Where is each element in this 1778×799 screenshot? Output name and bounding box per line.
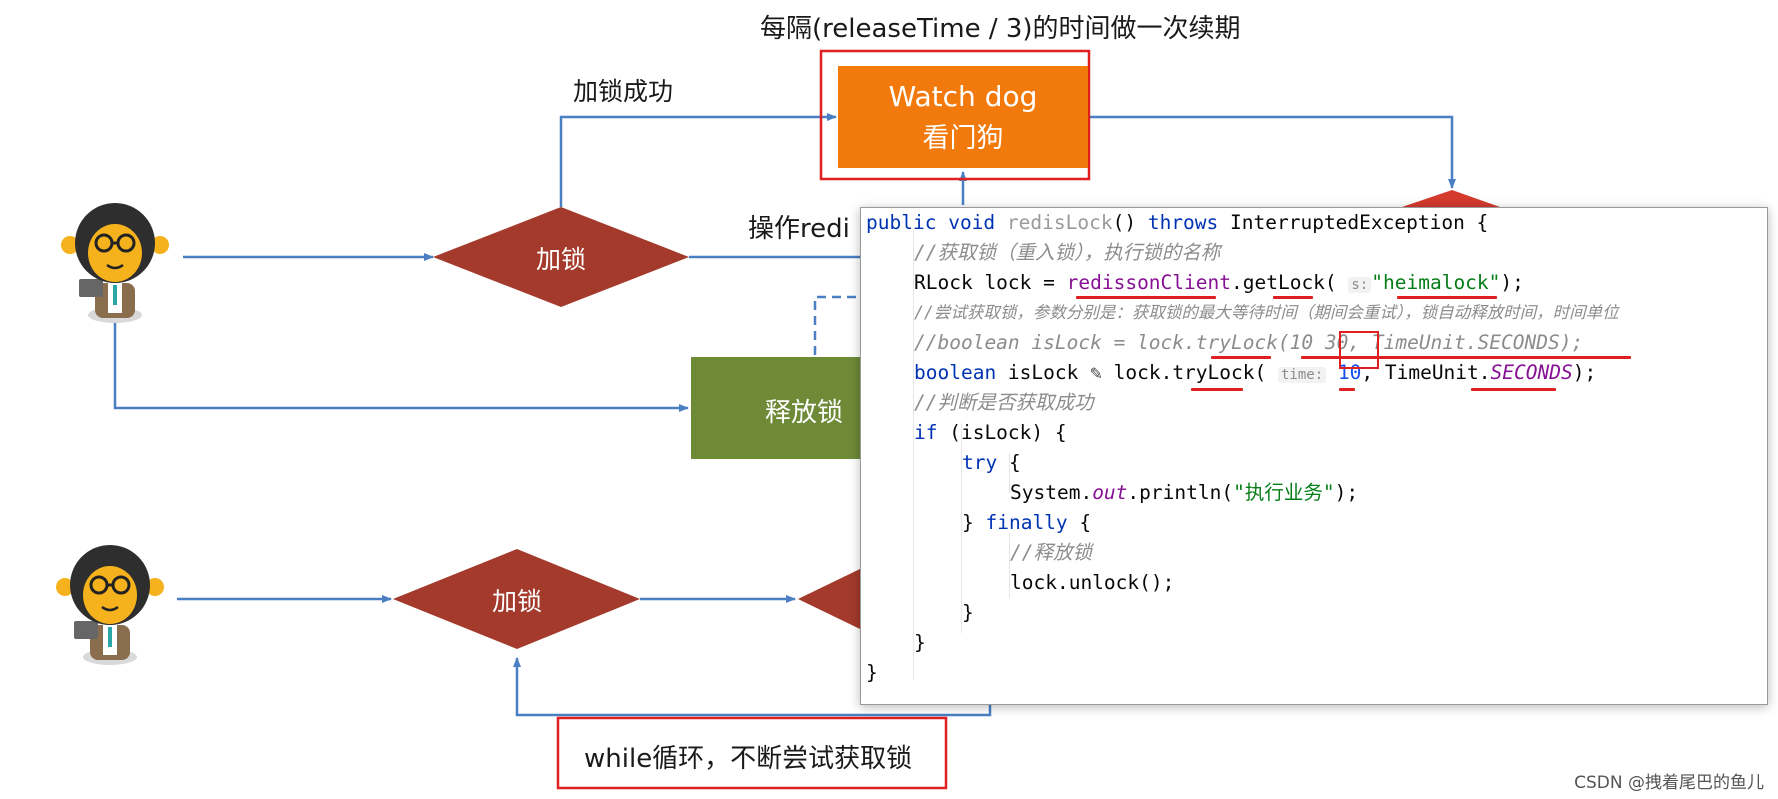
lock-diamond-top-label: 加锁 (535, 245, 586, 274)
keyword-try: try (962, 451, 998, 474)
underline-trylock (1191, 388, 1243, 391)
keyword-if: if (914, 421, 938, 444)
system-class: System. (1010, 481, 1093, 504)
developer-avatar-bottom (56, 545, 164, 665)
comment-release-lock: //释放锁 (1010, 541, 1092, 564)
arrow-person-to-release (113, 322, 689, 412)
code-line-16: } (866, 661, 878, 685)
underline-seconds (1471, 388, 1556, 391)
operate-redis-label: 操作redi (748, 214, 850, 244)
call-close: ); (1572, 361, 1597, 384)
code-line-13: lock.unlock(); (1010, 571, 1174, 595)
arrow-lock-to-watchdog (559, 113, 837, 207)
keyword-public: public (866, 211, 937, 234)
indent-guide (913, 230, 914, 680)
code-line-1: public void redisLock() throws Interrupt… (866, 211, 1488, 235)
seconds-field: SECONDS (1490, 361, 1573, 384)
finally-brace: { (1067, 511, 1092, 534)
code-line-7: //判断是否获取成功 (914, 391, 1093, 415)
if-condition: (isLock) { (937, 421, 1067, 444)
cursor-icon: ✎ (1090, 361, 1102, 384)
lock-name-string: "heimalock" (1371, 271, 1501, 294)
unlock-call: lock.unlock(); (1010, 571, 1175, 594)
lock-diamond-bottom (393, 549, 640, 649)
is-lock-var: isLock (996, 361, 1079, 384)
developer-avatar-top (61, 203, 169, 323)
lock-success-label: 加锁成功 (573, 77, 674, 106)
comment-check-success: //判断是否获取成功 (914, 391, 1094, 414)
underline-redisson-client (1076, 296, 1216, 299)
release-lock-label: 释放锁 (765, 398, 844, 428)
watchdog-highlight-box (819, 49, 1091, 181)
watchdog-title: Watch dog (888, 80, 1038, 113)
code-editor-popup: public void redisLock() throws Interrupt… (860, 207, 1768, 705)
redisson-client-field: redissonClient (1066, 271, 1231, 294)
out-field: out (1092, 481, 1128, 504)
comment-get-lock: //获取锁（重入锁），执行锁的名称 (914, 241, 1221, 264)
code-line-8: if (isLock) { (914, 421, 1067, 445)
keyword-throws: throws (1147, 211, 1219, 234)
indent-guide (1009, 533, 1010, 598)
getlock-call: .getLock( (1231, 271, 1349, 294)
comment-try-lock-params: //尝试获取锁，参数分别是：获取锁的最大等待时间（期间会重试），锁自动释放时间，… (914, 303, 1619, 322)
code-line-15: } (914, 631, 926, 655)
underline-getlock (1273, 296, 1313, 299)
indent-guide (961, 423, 962, 633)
dashed-connector (813, 295, 860, 355)
highlight-30-box (1339, 331, 1379, 369)
code-line-12: //释放锁 (1010, 541, 1092, 565)
code-line-10: System.out.println("执行业务"); (1010, 481, 1358, 505)
println-call: .println( (1127, 481, 1234, 504)
code-line-5: //boolean isLock = lock.tryLock(10 30, T… (914, 331, 1583, 355)
code-line-11: } finally { (962, 511, 1091, 535)
close-brace: } (866, 661, 878, 684)
underline-timeunit-commented (1301, 356, 1631, 359)
lock-diamond-bottom-label: 加锁 (491, 587, 542, 616)
release-lock-box (691, 357, 861, 459)
watchdog-box (838, 66, 1088, 168)
call-close: ); (1500, 271, 1524, 294)
code-line-2: //获取锁（重入锁），执行锁的名称 (914, 241, 1220, 265)
underline-trylock-commented (1211, 356, 1271, 359)
param-hint-time: time: (1277, 367, 1327, 383)
while-loop-note: while循环，不断尝试获取锁 (584, 744, 913, 774)
method-name: redisLock (1006, 211, 1113, 234)
arrow-watchdog-right (1089, 115, 1456, 189)
param-hint-s: s: (1348, 277, 1372, 293)
trylock-call: lock.tryLock( (1101, 361, 1278, 384)
keyword-finally: finally (985, 511, 1068, 534)
rlock-decl: RLock lock = (914, 271, 1067, 294)
code-line-4: //尝试获取锁，参数分别是：获取锁的最大等待时间（期间会重试），锁自动释放时间，… (914, 301, 1619, 325)
method-parens: () (1112, 211, 1148, 234)
partial-diamond-top (1402, 190, 1500, 207)
timeunit-prefix: , TimeUnit. (1361, 361, 1491, 384)
while-loop-note-box (556, 716, 948, 790)
csdn-watermark: CSDN @拽着尾巴的鱼儿 (1574, 773, 1764, 793)
renewal-interval-note: 每隔(releaseTime / 3)的时间做一次续期 (760, 14, 1241, 44)
wait-time-value: 10 (1337, 361, 1362, 384)
keyword-boolean: boolean (914, 361, 997, 384)
underline-10 (1339, 388, 1355, 391)
code-line-6: boolean isLock ✎ lock.tryLock( time: 10,… (914, 361, 1596, 387)
call-close: ); (1334, 481, 1359, 504)
comment-commented-trylock: //boolean isLock = lock.tryLock(10 30, T… (914, 331, 1584, 354)
code-line-3: RLock lock = redissonClient.getLock( s:"… (914, 271, 1524, 297)
partial-diamond-bottom (798, 568, 862, 630)
indent-guide (1009, 453, 1010, 493)
lock-diamond-top (433, 207, 689, 307)
code-line-9: try { (962, 451, 1021, 475)
close-brace: } (962, 511, 986, 534)
close-brace: } (914, 631, 926, 654)
underline-heimalock (1397, 296, 1497, 299)
exception-type: InterruptedException { (1218, 211, 1489, 234)
try-brace: { (997, 451, 1021, 474)
watchdog-subtitle: 看门狗 (922, 123, 1004, 154)
arrow-while-loop (513, 657, 992, 717)
close-brace: } (962, 601, 974, 624)
code-line-14: } (962, 601, 974, 625)
business-string: "执行业务" (1233, 481, 1335, 504)
keyword-void: void (948, 211, 996, 234)
